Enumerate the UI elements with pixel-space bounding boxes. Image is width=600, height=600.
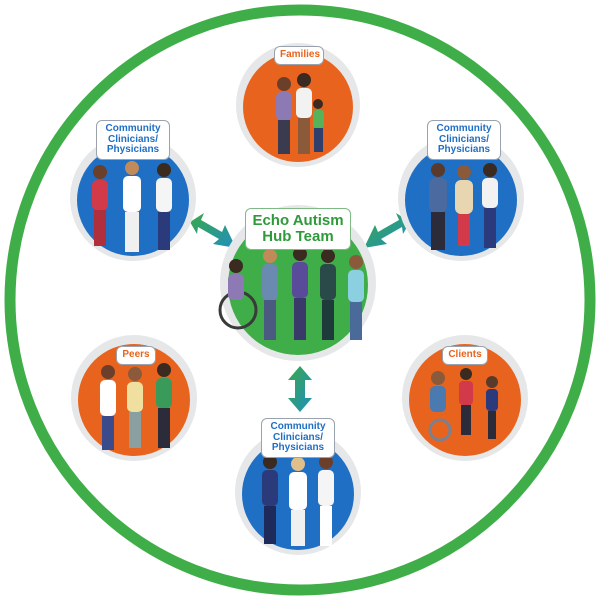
- clients-people-illustration: [428, 368, 498, 442]
- arrow-to-clinicians-left: [190, 213, 236, 248]
- outer-ring: [4, 4, 596, 596]
- arrow-to-clinicians-bottom: [288, 366, 312, 412]
- clinicians-right-label: Community Clinicians/ Physicians: [427, 120, 501, 160]
- node-peers: [71, 335, 197, 461]
- clients-label: Clients: [442, 346, 488, 365]
- clinicians-right-people-illustration: [429, 163, 498, 250]
- clinicians-bottom-label: Community Clinicians/ Physicians: [261, 418, 335, 458]
- node-clinicians-bottom: [235, 429, 361, 555]
- family-people-illustration: [276, 73, 324, 154]
- clinicians-left-label: Community Clinicians/ Physicians: [96, 120, 170, 160]
- hub-title-label: Echo Autism Hub Team: [245, 208, 351, 250]
- clinicians-left-people-illustration: [92, 161, 172, 252]
- peers-label: Peers: [116, 346, 156, 365]
- node-clinicians-left: [70, 135, 196, 261]
- families-label: Families: [274, 46, 324, 65]
- node-families: [236, 43, 360, 167]
- clinicians-bottom-people-illustration: [262, 455, 334, 546]
- peers-people-illustration: [100, 363, 172, 450]
- hub-team-people-illustration: [218, 247, 364, 340]
- node-clinicians-right: [398, 135, 524, 261]
- arrow-to-clinicians-right: [364, 213, 410, 248]
- node-clients: [402, 335, 528, 461]
